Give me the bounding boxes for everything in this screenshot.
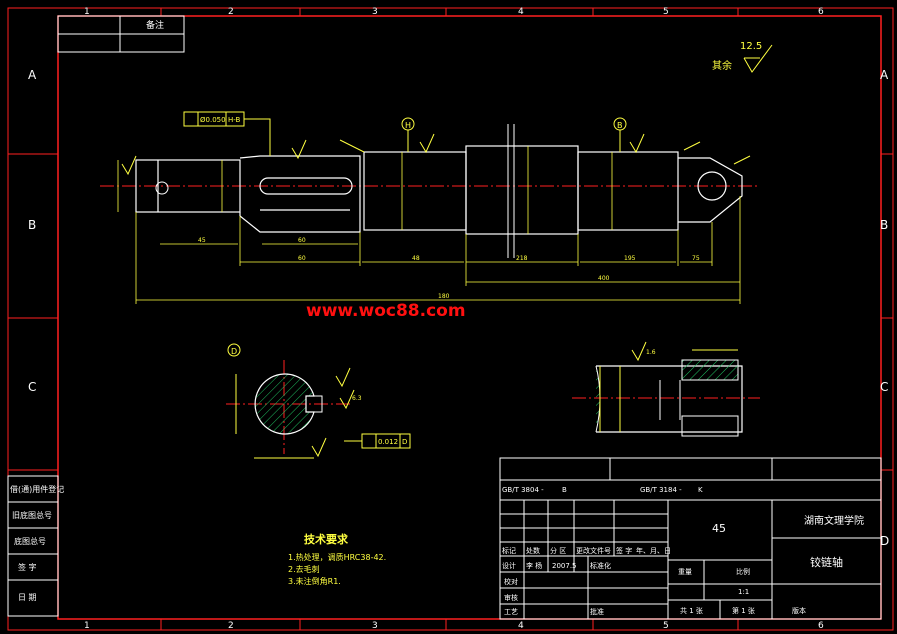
version: 版本	[792, 606, 806, 615]
std-right: GB/T 3184 -	[640, 486, 682, 494]
dim-75: 75	[692, 255, 700, 262]
stamp-label-2: 旧底图总号	[12, 510, 52, 520]
header-date: 年、月、日	[636, 546, 671, 555]
school: 湖南文理学院	[804, 514, 864, 527]
weight-label: 重量	[678, 568, 692, 576]
roughness-label: 其余	[712, 59, 732, 72]
top-left-box: 备注	[57, 15, 185, 53]
material: 45	[712, 522, 726, 535]
dim-195: 195	[624, 255, 636, 262]
designer: 李 杨	[526, 561, 542, 570]
section-view-d: D 6.3 0.012 D	[226, 343, 411, 459]
approve-label: 批准	[590, 607, 604, 616]
col-num-b-1: 1	[84, 621, 90, 631]
header-sign: 签 字	[616, 546, 632, 555]
flatness-datum: D	[402, 438, 407, 446]
main-shaft-view: H B Ø0.050 H-B	[100, 111, 760, 304]
inner-frame	[57, 15, 882, 620]
row-letter-left-b: B	[28, 218, 36, 232]
stamp-label-4: 签 字	[18, 562, 37, 572]
dim-180: 180	[438, 293, 450, 300]
stamp-label-1: 借(通)用件登记	[10, 484, 64, 494]
sheet-number: 第 1 张	[732, 606, 755, 615]
review-label: 审核	[504, 593, 518, 602]
design-label: 设计	[502, 561, 516, 570]
title-block	[499, 457, 882, 620]
scale-label: 比例	[736, 567, 750, 576]
tech-item-2: 2.去毛刺	[288, 564, 320, 574]
dim-60b: 60	[298, 255, 306, 262]
col-num-5: 5	[663, 7, 669, 17]
tech-item-1: 1.热处理，调质HRC38-42.	[288, 552, 386, 562]
stamp-label-3: 底图总号	[14, 536, 46, 546]
dim-45: 45	[198, 237, 206, 244]
title-block-text: GB/T 3804 - B GB/T 3184 - K 45 湖南文理学院 铰链…	[502, 486, 864, 616]
row-letter-left-c: C	[28, 380, 36, 394]
col-num-3: 3	[372, 7, 378, 17]
roughness-note: 12.5 其余	[712, 41, 773, 73]
row-letters: A B C A B C D	[28, 68, 889, 548]
flatness-value: 0.012	[378, 438, 398, 446]
check-label: 校对	[504, 577, 518, 586]
header-count: 处数	[526, 546, 540, 555]
row-letter-right-c: C	[880, 380, 888, 394]
dim-60a: 60	[298, 237, 306, 244]
top-left-box-label: 备注	[146, 19, 164, 31]
header-doc: 更改文件号	[576, 546, 611, 555]
detail-roughness: 1.6	[646, 349, 656, 356]
col-num-2: 2	[228, 7, 234, 17]
header-zone: 分 区	[550, 546, 566, 555]
col-num-1: 1	[84, 7, 90, 17]
tech-title: 技术要求	[304, 532, 349, 546]
tolerance-value: Ø0.050	[200, 116, 226, 124]
column-numbers-top: 1 2 3 4 5 6	[84, 7, 824, 17]
tech-item-3: 3.未注倒角R1.	[288, 576, 341, 586]
datum-h-label: H	[405, 121, 411, 130]
sheets-total: 共 1 张	[680, 606, 703, 615]
roughness-value: 12.5	[740, 41, 762, 52]
row-letter-right-d: D	[880, 534, 889, 548]
outer-frame	[7, 7, 894, 631]
process-label: 工艺	[504, 608, 518, 616]
dim-400: 400	[598, 275, 610, 282]
std-right-code: K	[698, 486, 703, 494]
row-letter-right-a: A	[880, 68, 889, 82]
col-num-b-3: 3	[372, 621, 378, 631]
design-date: 2007.5	[552, 562, 577, 570]
left-stamp-table: 借(通)用件登记 旧底图总号 底图总号 签 字 日 期	[7, 475, 64, 617]
dim-48: 48	[412, 255, 420, 262]
column-ticks	[8, 8, 893, 630]
column-numbers-bottom: 1 2 3 4 5 6	[84, 621, 824, 631]
stamp-label-5: 日 期	[18, 593, 37, 602]
std-left: GB/T 3804 -	[502, 486, 544, 494]
dim-218: 218	[516, 255, 528, 262]
std-left-code: B	[562, 486, 567, 494]
col-num-4: 4	[518, 7, 524, 17]
datum-b-label: B	[617, 121, 623, 130]
scale-value: 1:1	[738, 588, 749, 596]
col-num-6: 6	[818, 7, 824, 17]
col-num-b-2: 2	[228, 621, 234, 631]
tech-requirements: 技术要求 1.热处理，调质HRC38-42. 2.去毛刺 3.未注倒角R1.	[288, 532, 386, 586]
col-num-b-4: 4	[518, 621, 524, 631]
standardization: 标准化	[590, 561, 611, 570]
col-num-b-6: 6	[818, 621, 824, 631]
part-name: 铰链轴	[810, 555, 843, 569]
header-mark: 标记	[502, 546, 516, 555]
tolerance-datum: H-B	[228, 116, 241, 124]
row-letter-left-a: A	[28, 68, 37, 82]
detail-view-right: 1.6	[572, 341, 760, 437]
col-num-b-5: 5	[663, 621, 669, 631]
watermark: www.woc88.com	[306, 301, 466, 321]
row-letter-right-b: B	[880, 218, 888, 232]
section-roughness: 6.3	[352, 395, 362, 402]
section-d-title: D	[231, 347, 237, 356]
